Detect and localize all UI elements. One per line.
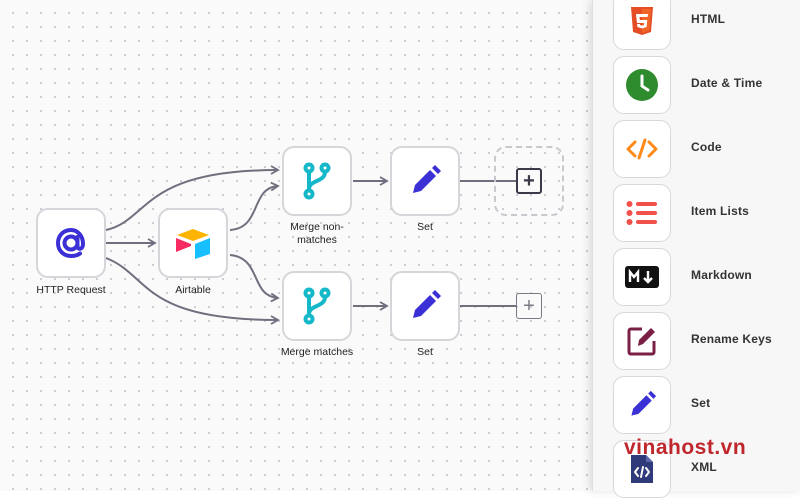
edge-http-to-merge-non	[105, 165, 280, 231]
panel-item-label: Item Lists	[691, 204, 750, 218]
panel-item-html[interactable]: HTML	[611, 0, 800, 50]
code-icon	[613, 120, 671, 178]
watermark-logo: vinahost.vn	[624, 436, 746, 460]
merge-matches-label: Merge matches	[280, 346, 354, 358]
list-icon	[613, 184, 671, 242]
panel-item-xml[interactable]: XML	[611, 440, 800, 498]
set-node-top[interactable]	[390, 146, 460, 216]
panel-item-code[interactable]: Code	[611, 120, 800, 178]
set-top-label: Set	[417, 221, 433, 233]
panel-item-label: Rename Keys	[691, 332, 772, 346]
add-node-placeholder[interactable]: +	[494, 146, 564, 216]
pencil-icon	[613, 376, 671, 434]
merge-icon	[301, 287, 333, 325]
edge-http-to-merge-matches	[105, 257, 280, 325]
panel-item-set[interactable]: Set	[611, 376, 800, 434]
airtable-icon	[174, 227, 212, 259]
http-request-label: HTTP Request	[36, 284, 106, 296]
plus-icon: +	[516, 168, 542, 194]
panel-item-rename-keys[interactable]: Rename Keys	[611, 312, 800, 370]
pencil-icon	[408, 164, 442, 198]
xml-file-icon	[613, 440, 671, 498]
panel-item-label: Date & Time	[691, 76, 763, 90]
airtable-node[interactable]	[158, 208, 228, 278]
workflow-canvas[interactable]	[0, 0, 592, 491]
panel-item-label: Code	[691, 140, 722, 154]
panel-item-item-lists[interactable]: Item Lists	[611, 184, 800, 242]
set-bottom-label: Set	[417, 346, 433, 358]
panel-item-label: Set	[691, 396, 711, 410]
watermark-text: vinahost.vn	[624, 436, 747, 459]
http-request-node[interactable]	[36, 208, 106, 278]
add-node-button[interactable]: +	[516, 293, 542, 319]
panel-item-label: XML	[691, 460, 717, 474]
pencil-icon	[408, 289, 442, 323]
edge-airtable-to-merge-matches	[229, 254, 280, 303]
merge-non-matches-label: Merge non- matches	[290, 221, 344, 246]
merge-icon	[301, 162, 333, 200]
airtable-label: Airtable	[175, 284, 211, 296]
edge-airtable-to-merge-non	[229, 181, 280, 231]
at-icon	[52, 224, 90, 262]
merge-non-matches-node[interactable]	[282, 146, 352, 216]
html5-icon	[613, 0, 671, 50]
connection-lines	[105, 165, 516, 325]
merge-matches-node[interactable]	[282, 271, 352, 341]
set-node-bottom[interactable]	[390, 271, 460, 341]
edit-icon	[613, 312, 671, 370]
panel-item-label: HTML	[691, 12, 726, 26]
markdown-icon	[613, 248, 671, 306]
panel-item-label: Markdown	[691, 268, 752, 282]
clock-icon	[613, 56, 671, 114]
panel-item-markdown[interactable]: Markdown	[611, 248, 800, 306]
node-panel[interactable]: HTML Date & Time Code	[592, 0, 800, 498]
panel-item-date-time[interactable]: Date & Time	[611, 56, 800, 114]
